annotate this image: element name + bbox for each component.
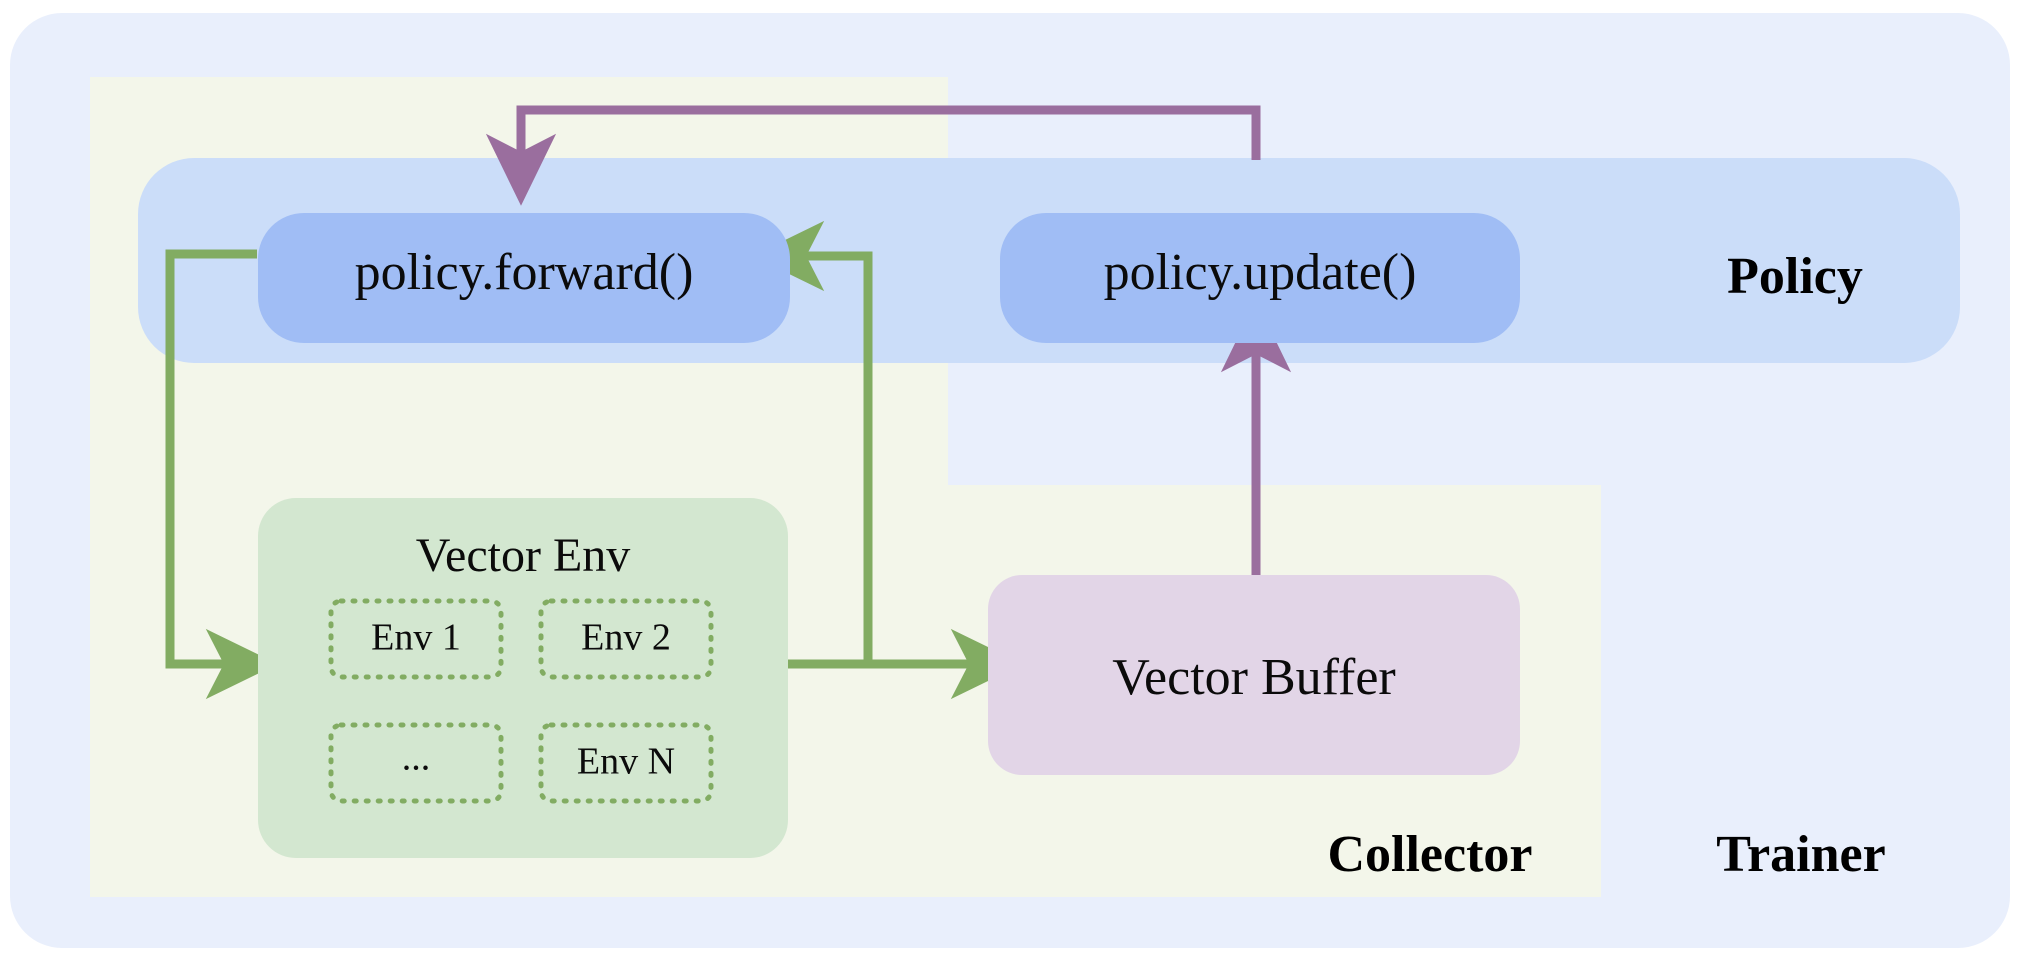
policy-group-label: Policy — [1727, 248, 1863, 305]
collector-group-label: Collector — [1327, 826, 1532, 883]
env-cell-2[interactable]: ... — [328, 722, 504, 804]
edge-env-to-forward — [752, 220, 873, 664]
env-cell-1[interactable]: Env 2 — [538, 598, 714, 680]
edge-update-to-forward — [485, 105, 1261, 206]
trainer-group-label: Trainer — [1716, 826, 1885, 883]
env-cell-label: Env 2 — [581, 617, 671, 659]
env-cell-3[interactable]: Env N — [538, 722, 714, 804]
vector-buffer-label: Vector Buffer — [1112, 649, 1396, 706]
node-vector-buffer[interactable]: Vector Buffer — [988, 575, 1520, 775]
edge-forward-to-env — [165, 249, 278, 700]
env-cell-0[interactable]: Env 1 — [328, 598, 504, 680]
env-cell-label: Env N — [577, 741, 675, 783]
policy-update-label: policy.update() — [1104, 244, 1417, 301]
node-policy-update[interactable]: policy.update() — [1000, 213, 1520, 343]
node-vector-env[interactable]: Vector Env Env 1 Env 2 ... Env N — [258, 498, 788, 858]
policy-forward-label: policy.forward() — [355, 244, 694, 301]
node-policy-forward[interactable]: policy.forward() — [258, 213, 790, 343]
env-cell-label: ... — [402, 737, 431, 779]
env-cell-label: Env 1 — [371, 617, 461, 659]
vector-env-label: Vector Env — [416, 529, 631, 582]
